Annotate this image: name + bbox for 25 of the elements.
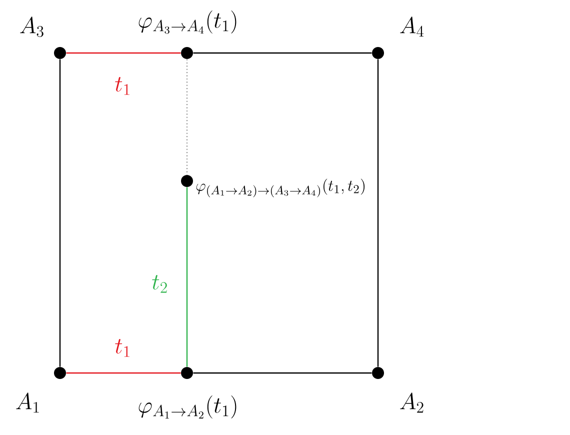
vertex-label: $\varphi_{(A_1\to A_2)\to(A_3\to A_4)}(t_1,t_2)$	[194, 177, 368, 199]
edge-label: $t_1$	[115, 338, 130, 357]
vertex-dot	[372, 367, 384, 379]
line	[186, 59, 188, 175]
line	[59, 59, 61, 367]
vertex-label: $A_4$	[398, 16, 426, 38]
line	[193, 372, 372, 374]
line	[186, 187, 188, 367]
vertex-dot	[181, 175, 193, 187]
line	[66, 52, 181, 54]
vertex-label: $A_3$	[18, 16, 46, 38]
vertex-dot	[181, 367, 193, 379]
line	[377, 59, 379, 367]
vertex-label: $\varphi_{A_3\to A_4}(t_1)$	[136, 9, 240, 35]
vertex-dot	[54, 367, 66, 379]
vertex-label: $A_2$	[398, 392, 426, 414]
vertex-dot	[54, 47, 66, 59]
edge-label: $t_1$	[115, 76, 130, 95]
edge-label: $t_2$	[152, 274, 167, 293]
vertex-label: $\varphi_{A_1\to A_2}(t_1)$	[136, 394, 240, 420]
line	[193, 52, 372, 54]
line	[66, 372, 181, 374]
vertex-dot	[181, 47, 193, 59]
vertex-label: $A_1$	[14, 392, 42, 414]
vertex-dot	[372, 47, 384, 59]
